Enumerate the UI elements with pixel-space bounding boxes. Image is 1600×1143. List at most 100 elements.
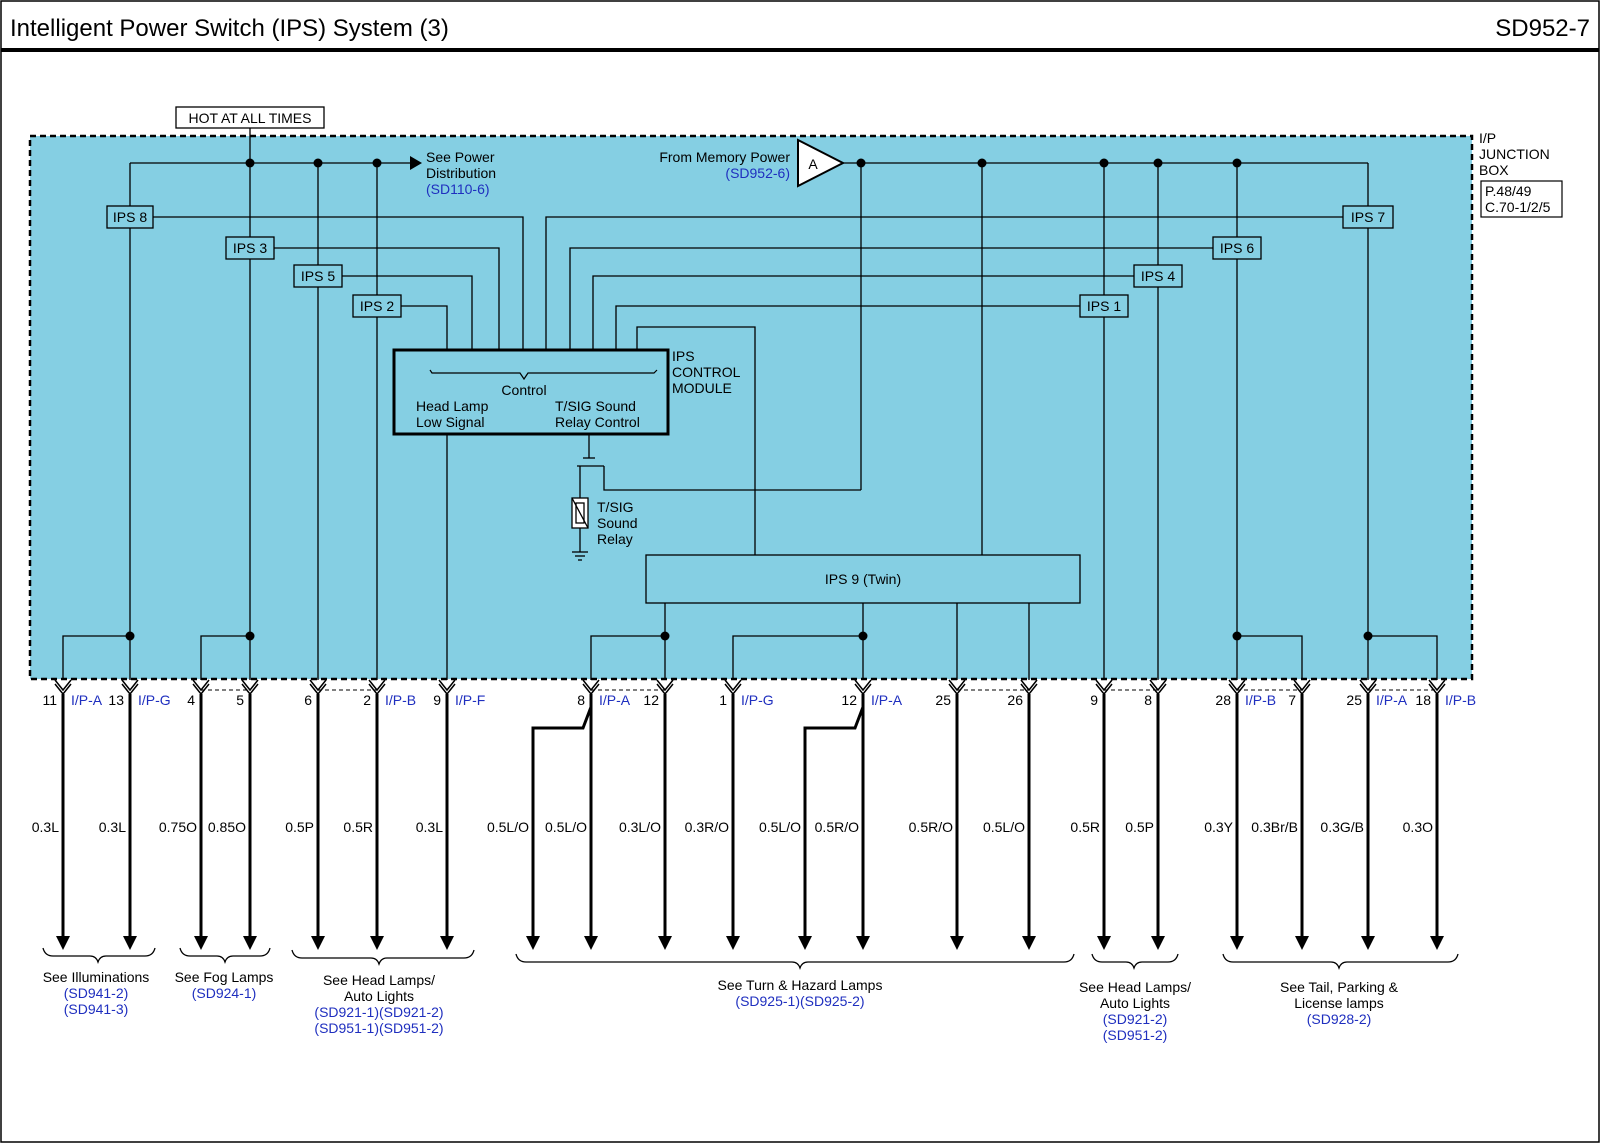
wire-spec: 0.5P bbox=[1125, 819, 1154, 835]
dest-head-lamps-right-ref-1[interactable]: (SD921-2) bbox=[1103, 1011, 1168, 1027]
junction-box-label-2: JUNCTION bbox=[1479, 146, 1550, 162]
pin-wire: 80.5P bbox=[1125, 679, 1167, 950]
connector-chevron bbox=[948, 679, 966, 692]
pin-number: 13 bbox=[108, 692, 124, 708]
connector-name[interactable]: I/P-A bbox=[599, 692, 631, 708]
dest-head-lamps-left-ref-1[interactable]: (SD921-1)(SD921-2) bbox=[314, 1004, 443, 1020]
wire-spec: 0.3Y bbox=[1204, 819, 1233, 835]
wire-spec: 0.5L/O bbox=[487, 819, 529, 835]
connector-chevron bbox=[1020, 679, 1038, 692]
connector-chevron bbox=[1095, 679, 1113, 692]
wire-spec: 0.5R bbox=[1070, 819, 1100, 835]
wire-spec: 0.5L/O bbox=[759, 819, 801, 835]
connector-name[interactable]: I/P-F bbox=[455, 692, 485, 708]
dest-illuminations-ref-1[interactable]: (SD941-2) bbox=[64, 985, 129, 1001]
wire-arrow bbox=[658, 936, 672, 950]
wire-spec: 0.3L bbox=[99, 819, 126, 835]
wire-spec: 0.3L bbox=[32, 819, 59, 835]
connector-chevron bbox=[1149, 679, 1167, 692]
wire-spec: 0.3G/B bbox=[1320, 819, 1364, 835]
dest-head-lamps-right-ref-2[interactable]: (SD951-2) bbox=[1103, 1027, 1168, 1043]
pin-wire: 0.5L/O bbox=[545, 694, 598, 950]
dest-head-lamps-left-ref-2[interactable]: (SD951-1)(SD951-2) bbox=[314, 1020, 443, 1036]
wire-spec: 0.3L bbox=[416, 819, 443, 835]
ips-box-3: IPS 3 bbox=[225, 236, 275, 260]
pin-number: 28 bbox=[1215, 692, 1231, 708]
dest-fog-lamps-text: See Fog Lamps bbox=[175, 969, 274, 985]
dest-turn-hazard-ref[interactable]: (SD925-1)(SD925-2) bbox=[735, 993, 864, 1009]
ips-9-twin: IPS 9 (Twin) bbox=[645, 554, 1081, 604]
module-name-3: MODULE bbox=[672, 380, 732, 396]
connector-name[interactable]: I/P-A bbox=[1376, 692, 1408, 708]
wire-spec: 0.3O bbox=[1403, 819, 1433, 835]
pin-wire: 0.5R/O bbox=[815, 694, 870, 950]
wire-arrow bbox=[526, 936, 540, 950]
wire-arrow bbox=[798, 936, 812, 950]
module-head-lamp-1: Head Lamp bbox=[416, 398, 489, 414]
see-power-label-1: See Power bbox=[426, 149, 495, 165]
svg-text:IPS 5: IPS 5 bbox=[301, 268, 335, 284]
wire-spec: 0.75O bbox=[159, 819, 197, 835]
see-power-label-2: Distribution bbox=[426, 165, 496, 181]
pin-number: 5 bbox=[236, 692, 244, 708]
pin-number: 26 bbox=[1007, 692, 1023, 708]
module-control-label: Control bbox=[501, 382, 546, 398]
wire-spec: 0.5P bbox=[285, 819, 314, 835]
wire-arrow bbox=[1230, 936, 1244, 950]
connector-name[interactable]: I/P-B bbox=[1445, 692, 1476, 708]
relay-label-2: Sound bbox=[597, 515, 637, 531]
connector-chevron bbox=[1359, 679, 1377, 692]
connector-chevron bbox=[1428, 679, 1446, 692]
pin-number: 6 bbox=[304, 692, 312, 708]
dest-head-lamps-right-text-1: See Head Lamps/ bbox=[1079, 979, 1191, 995]
wire-spec: 0.85O bbox=[208, 819, 246, 835]
wire-arrow bbox=[856, 936, 870, 950]
connector-name[interactable]: I/P-G bbox=[741, 692, 774, 708]
junction-box-ref-1: P.48/49 bbox=[1485, 183, 1532, 199]
connector-name[interactable]: I/P-A bbox=[71, 692, 103, 708]
from-memory-ref[interactable]: (SD952-6) bbox=[725, 165, 790, 181]
pin-wire: 120.3L/O bbox=[619, 679, 674, 950]
wire-arrow bbox=[1151, 936, 1165, 950]
svg-text:IPS 3: IPS 3 bbox=[233, 240, 267, 256]
pin-wire: 13 I/P-G 0.3L bbox=[99, 679, 171, 950]
relay-label-1: T/SIG bbox=[597, 499, 634, 515]
connector-name[interactable]: I/P-B bbox=[385, 692, 416, 708]
connector-chevron bbox=[309, 679, 327, 692]
wire-spec: 0.5L/O bbox=[983, 819, 1025, 835]
hot-at-all-times-label: HOT AT ALL TIMES bbox=[189, 110, 312, 126]
connector-name[interactable]: I/P-G bbox=[138, 692, 171, 708]
see-power-ref[interactable]: (SD110-6) bbox=[426, 181, 490, 197]
ips-box-6: IPS 6 bbox=[1212, 236, 1262, 260]
wire-arrow bbox=[440, 936, 454, 950]
connector-chevron bbox=[368, 679, 386, 692]
wire-arrow bbox=[194, 936, 208, 950]
ips-box-4: IPS 4 bbox=[1133, 264, 1183, 288]
ips-box-1: IPS 1 bbox=[1079, 294, 1129, 318]
connector-name[interactable]: I/P-B bbox=[1245, 692, 1276, 708]
pin-number: 9 bbox=[433, 692, 441, 708]
svg-text:IPS 1: IPS 1 bbox=[1087, 298, 1121, 314]
dest-illuminations-text: See Illuminations bbox=[43, 969, 150, 985]
connector-chevron bbox=[1293, 679, 1311, 692]
dest-head-lamps-left-text-2: Auto Lights bbox=[344, 988, 414, 1004]
dest-fog-lamps-ref[interactable]: (SD924-1) bbox=[192, 985, 257, 1001]
wire-arrow bbox=[1430, 936, 1444, 950]
connector-chevron bbox=[854, 679, 872, 692]
svg-text:IPS 9 (Twin): IPS 9 (Twin) bbox=[825, 571, 901, 587]
connector-name[interactable]: I/P-A bbox=[871, 692, 903, 708]
wire-spec: 0.3R/O bbox=[685, 819, 729, 835]
wire-arrow bbox=[1295, 936, 1309, 950]
dest-tail-lamps-ref[interactable]: (SD928-2) bbox=[1307, 1011, 1372, 1027]
junction-box-ref-2: C.70-1/2/5 bbox=[1485, 199, 1551, 215]
pin-number: 7 bbox=[1288, 692, 1296, 708]
module-head-lamp-2: Low Signal bbox=[416, 414, 485, 430]
dest-illuminations-ref-2[interactable]: (SD941-3) bbox=[64, 1001, 129, 1017]
